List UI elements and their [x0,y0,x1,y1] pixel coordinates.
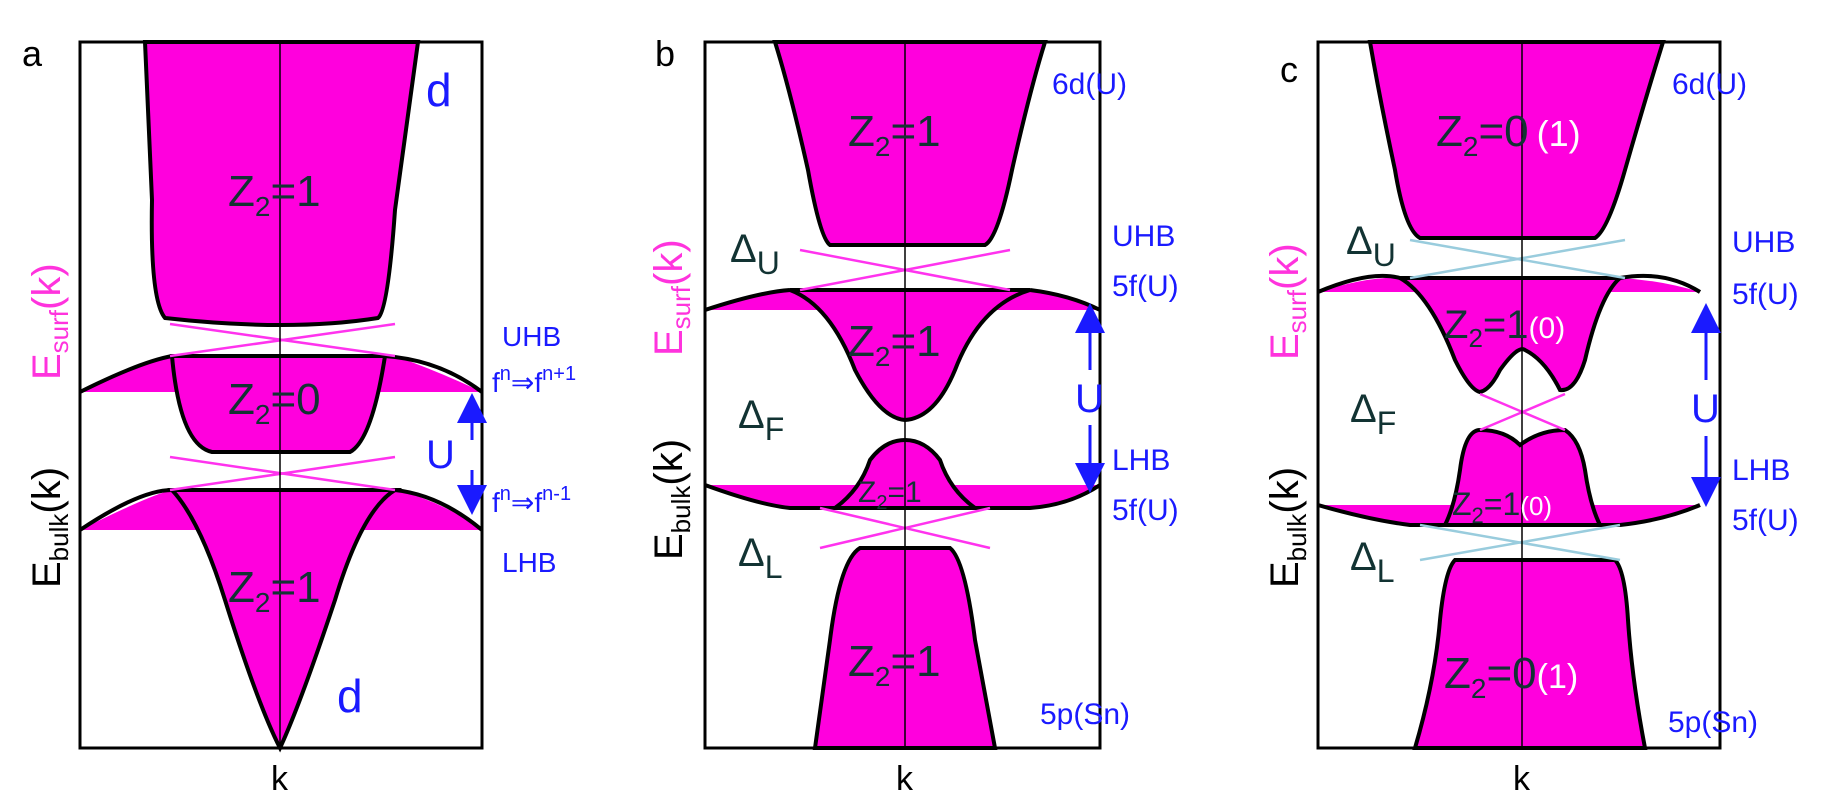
panel-c-gap-f: ΔF [1350,387,1396,441]
panel-c-uhb-label: UHB [1732,226,1795,259]
panel-c-band4-label: Z2=0(1) [1444,649,1578,704]
panel-c-lhb-label: LHB [1732,454,1790,487]
panel-b-band2-label: Z2=1 [848,317,941,372]
panel-b-lhb-orbital: 5f(U) [1112,494,1179,527]
panel-b-lhb-label: LHB [1112,444,1170,477]
svg-text:ΔU: ΔU [1346,219,1396,273]
panel-c-lhb-edge [1317,503,1701,527]
panel-c-gap-l: ΔL [1350,535,1395,589]
panel-c: c k Z2=0(1) Z2=1(0) Z2=1(0) Z2=0(1) ΔU Δ… [1263,40,1799,798]
panel-c-6d-band [1367,40,1666,240]
panel-b-k-label: k [896,760,914,798]
panel-b-gap-f: ΔF [738,393,784,447]
panel-a-bottom-orbital: d [337,670,363,722]
panel-b-y-labels: Ebulk(k) Esurf(k) [647,239,696,560]
panel-a-k-label: k [271,760,289,798]
panel-a-band3-label: Z2=1 [228,563,321,618]
panel-c-k-label: k [1513,760,1531,798]
panel-b-band4-label: Z2=1 [848,637,941,692]
panel-c-uhb-orbital: 5f(U) [1732,278,1799,311]
panel-c-frame [1316,40,1722,750]
svg-text:Esurf(k): Esurf(k) [647,239,696,356]
panel-a-uhb-inner [169,354,388,454]
panel-b-frame [703,40,1102,750]
panel-a-u-label: U [426,433,455,477]
panel-b-gap-l: ΔL [738,531,783,585]
svg-text:Z2=0(1): Z2=0(1) [1436,107,1581,162]
panel-c-gap-u: ΔU [1346,219,1396,273]
panel-b-bottom-orbital: 5p(Sn) [1040,698,1130,731]
panel-c-lhb-orbital: 5f(U) [1732,504,1799,537]
panel-b-band3-label: Z2=1 [858,476,922,514]
panel-c-uhb-inner [1392,276,1626,395]
panel-c-top-orbital: 6d(U) [1672,68,1747,101]
svg-text:Esurf(k): Esurf(k) [25,263,74,380]
panel-b-gap-u: ΔU [730,227,780,281]
panel-b-u-label: U [1075,377,1104,421]
svg-text:Esurf(k): Esurf(k) [1263,243,1312,360]
panel-b-uhb-label: UHB [1112,220,1175,253]
svg-text:ΔL: ΔL [738,531,783,585]
svg-text:Z2=1(0): Z2=1(0) [1452,486,1552,528]
panel-b: b k Z2=1 Z2=1 Z2=1 Z2=1 ΔU ΔF ΔL 6d(U) 5… [647,33,1179,798]
panel-c-uhb-edge [1317,273,1702,294]
panel-c-letter: c [1280,49,1298,90]
panel-c-band2-label: Z2=1(0) [1444,303,1565,353]
panel-a: a k Z2=1 Z2=0 Z2=1 d d UHB fn⇒fn+1 fn⇒fn… [22,33,576,798]
panel-c-y-labels: Ebulk(k) Esurf(k) [1263,243,1312,588]
svg-text:Z2=1: Z2=1 [848,637,941,692]
panel-a-band1-label: Z2=1 [228,167,321,222]
panel-a-uhb-label: UHB [502,321,561,352]
svg-text:ΔU: ΔU [730,227,780,281]
svg-text:Ebulk(k): Ebulk(k) [1263,467,1312,588]
panel-b-6d-band [772,40,1048,247]
svg-text:Z2=0: Z2=0 [228,375,321,430]
panel-a-y-labels: Ebulk(k) Esurf(k) [25,263,74,588]
panel-b-band1-label: Z2=1 [848,107,941,162]
svg-text:ΔL: ΔL [1350,535,1395,589]
panel-b-letter: b [655,33,675,74]
panel-c-surface-states [1409,238,1626,562]
svg-text:Ebulk(k): Ebulk(k) [25,467,74,588]
panel-b-top-orbital: 6d(U) [1052,68,1127,101]
svg-text:Z2=1: Z2=1 [228,167,321,222]
panel-a-band2-label: Z2=0 [228,375,321,430]
panel-a-transition-down: fn⇒fn-1 [492,483,571,518]
panel-a-letter: a [22,33,43,74]
svg-text:Z2=1: Z2=1 [858,476,922,514]
panel-b-lhb-edge [704,483,1102,510]
panel-a-top-orbital: d [426,64,452,116]
panel-c-u-label: U [1691,387,1720,431]
panel-c-band1-label: Z2=0(1) [1436,107,1581,162]
svg-text:Z2=1: Z2=1 [228,563,321,618]
panel-c-bottom-orbital: 5p(Sn) [1668,706,1758,739]
panel-a-lhb-edge [78,488,484,532]
svg-text:Z2=1: Z2=1 [848,317,941,372]
panel-b-uhb-orbital: 5f(U) [1112,270,1179,303]
panel-c-band3-label: Z2=1(0) [1452,486,1552,528]
svg-text:Ebulk(k): Ebulk(k) [647,439,696,560]
panel-a-uhb-edge [79,354,484,394]
panel-a-lhb-label: LHB [502,547,556,578]
svg-text:Z2=1: Z2=1 [848,107,941,162]
panel-a-transition-up: fn⇒fn+1 [492,363,576,398]
svg-text:ΔF: ΔF [738,393,784,447]
svg-text:Z2=1(0): Z2=1(0) [1444,303,1565,353]
panel-a-surface-states [169,322,396,492]
svg-text:ΔF: ΔF [1350,387,1396,441]
svg-text:Z2=0(1): Z2=0(1) [1444,649,1578,704]
